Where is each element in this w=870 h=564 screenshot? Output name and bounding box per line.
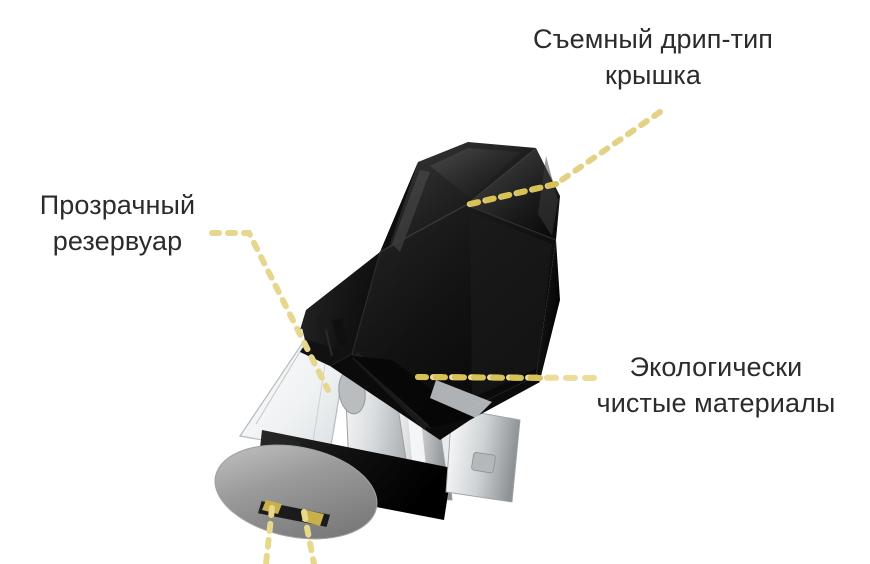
clip-right [332, 318, 348, 346]
shell-crease-c [351, 251, 381, 355]
shell-highlight-ridge [392, 170, 430, 252]
shell-skirt-left [300, 340, 352, 366]
shell-highlight-top [430, 148, 520, 198]
base-cap-rim [214, 444, 378, 540]
shell-facet-nose [466, 148, 560, 240]
contact-window [471, 452, 496, 474]
label-detachable-drip-tip: Съемный дрип-тип крышка [533, 24, 773, 90]
label-transparent-reservoir: Прозрачный резервуар [39, 190, 196, 256]
shell-sheen-front [470, 212, 552, 398]
reservoir-leader-line [209, 230, 331, 393]
inner-cavity-highlight [430, 380, 492, 418]
airflow-slot-gold-right [302, 510, 324, 526]
shell-highlight-nose [538, 156, 558, 236]
reservoir-clips [316, 312, 348, 357]
label-eco-friendly-materials: Экологически чистые материалы [596, 352, 836, 418]
shell-crease-b [465, 204, 557, 241]
shell-skirt [330, 354, 540, 440]
airflow-leader-left [263, 505, 275, 564]
leader-lines [209, 109, 663, 564]
cap-leader-line-on-dark [463, 181, 559, 208]
shell-facet-right [536, 240, 560, 380]
eco-leader-line [415, 374, 597, 381]
clip-stem [325, 329, 333, 357]
base-cap [214, 444, 378, 540]
inner-cavity-shadow [352, 356, 470, 428]
eco-leader-line-on-dark [415, 374, 543, 381]
shell-facet-left [302, 162, 418, 354]
pod-shell [300, 142, 560, 440]
airflow-leader-right [301, 509, 317, 564]
shell-crease-a [379, 204, 467, 253]
pod-device [214, 142, 560, 540]
